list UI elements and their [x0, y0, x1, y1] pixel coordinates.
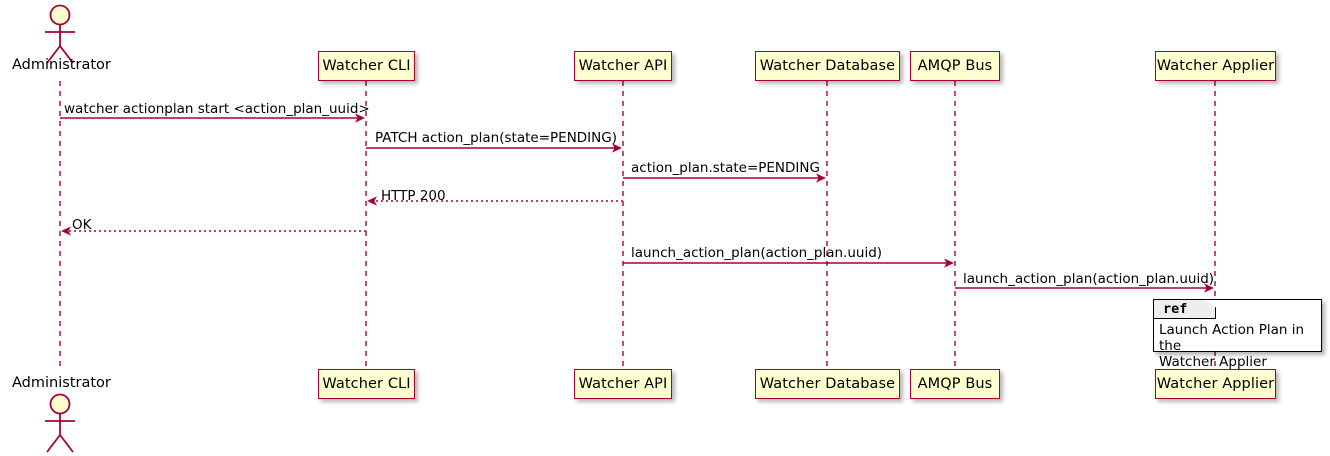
participant-watcher-cli-bottom[interactable]: Watcher CLI [318, 369, 415, 399]
actor-head [49, 4, 71, 26]
message-arrow-m1 [60, 113, 365, 123]
actor-figure [45, 393, 75, 453]
message-arrowhead [367, 196, 377, 206]
message-label-m1: watcher actionplan start <action_plan_uu… [64, 101, 370, 117]
message-arrowhead [61, 226, 71, 236]
participant-watcher-database-bottom[interactable]: Watcher Database [755, 369, 900, 399]
message-arrow-m4 [367, 196, 623, 206]
actor-label-administrator-bottom: Administrator [12, 375, 111, 391]
ref-fragment-text: Launch Action Plan in the Watcher Applie… [1159, 322, 1305, 370]
participant-amqp-bus-top[interactable]: AMQP Bus [910, 51, 1000, 81]
actor-figure [45, 4, 75, 64]
message-arrowhead [355, 113, 365, 123]
ref-fragment-tab: ref [1154, 300, 1216, 319]
message-label-m6: launch_action_plan(action_plan.uuid) [631, 245, 883, 261]
actor-leg-left [46, 45, 61, 64]
message-arrow-m7 [955, 283, 1214, 293]
participant-watcher-api-bottom[interactable]: Watcher API [574, 369, 672, 399]
participant-watcher-cli-top[interactable]: Watcher CLI [318, 51, 415, 81]
message-arrowhead [1204, 283, 1214, 293]
participant-watcher-api-top[interactable]: Watcher API [574, 51, 672, 81]
actor-head [49, 393, 71, 415]
message-label-m2: PATCH action_plan(state=PENDING) [375, 130, 617, 146]
message-arrow-m3 [623, 173, 826, 183]
message-label-m3: action_plan.state=PENDING [631, 160, 820, 176]
participant-amqp-bus-bottom[interactable]: AMQP Bus [910, 369, 1000, 399]
message-arrowhead [612, 143, 622, 153]
participant-watcher-database-top[interactable]: Watcher Database [755, 51, 900, 81]
ref-fragment: ref Launch Action Plan in the Watcher Ap… [1153, 299, 1322, 370]
message-label-m4: HTTP 200 [381, 188, 446, 204]
message-arrowhead [944, 258, 954, 268]
participant-watcher-applier-bottom[interactable]: Watcher Applier [1155, 369, 1276, 399]
message-arrow-m6 [623, 258, 954, 268]
message-label-m5: OK [72, 217, 92, 233]
participant-watcher-applier-top[interactable]: Watcher Applier [1155, 51, 1276, 81]
message-arrowhead [816, 173, 826, 183]
actor-leg-right [59, 434, 74, 453]
message-label-m7: launch_action_plan(action_plan.uuid) [963, 271, 1215, 287]
actor-leg-right [59, 45, 74, 64]
actor-leg-left [46, 434, 61, 453]
actor-label-administrator-top: Administrator [12, 57, 111, 73]
message-arrow-m5 [61, 226, 366, 236]
message-arrow-m2 [366, 143, 622, 153]
